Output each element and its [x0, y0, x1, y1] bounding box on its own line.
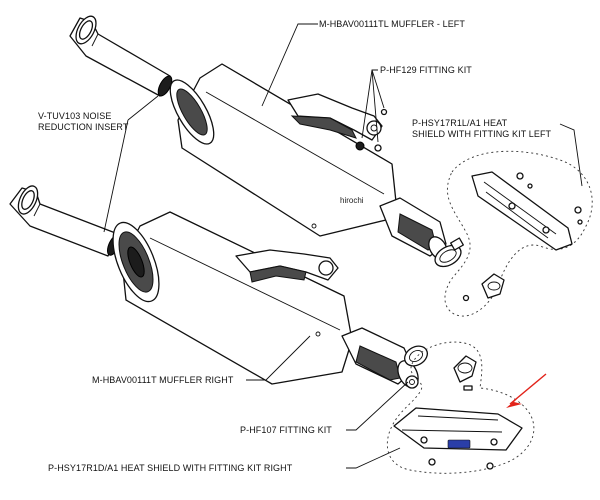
- label-fitting-kit-hf129: P-HF129 FITTING KIT: [380, 65, 472, 75]
- noise-insert-lower: [9, 185, 121, 257]
- label-heat-shield-left-line1: P-HSY17R1L/A1 HEAT: [412, 118, 508, 128]
- red-arrow-icon: [506, 373, 547, 408]
- label-muffler-right: M-HBAV00111T MUFFLER RIGHT: [92, 375, 234, 385]
- heat-shield-right: [393, 355, 523, 470]
- heat-shield-left: [462, 171, 583, 302]
- muffler-left: [169, 63, 448, 260]
- fitting-kit-hf107: [404, 345, 428, 389]
- heat-shield-right-outline: [386, 341, 535, 474]
- noise-insert-upper: [69, 15, 173, 97]
- label-heat-shield-left-line2: SHIELD WITH FITTING KIT LEFT: [412, 129, 552, 139]
- leader-lines: [103, 23, 583, 469]
- label-muffler-left: M-HBAV00111TL MUFFLER - LEFT: [319, 19, 465, 29]
- label-heat-shield-right: P-HSY17R1D/A1 HEAT SHIELD WITH FITTING K…: [48, 463, 293, 473]
- muffler-right: [112, 211, 419, 388]
- brand-badge: [447, 439, 471, 449]
- fitting-kit-hf129: [374, 108, 388, 152]
- label-noise-insert-line2: REDUCTION INSERT: [38, 122, 129, 132]
- label-noise-insert-line1: V-TUV103 NOISE: [38, 111, 111, 121]
- clamp-upper: [434, 237, 464, 268]
- label-fitting-kit-hf107: P-HF107 FITTING KIT: [240, 425, 332, 435]
- watermark: hirochi: [340, 196, 364, 205]
